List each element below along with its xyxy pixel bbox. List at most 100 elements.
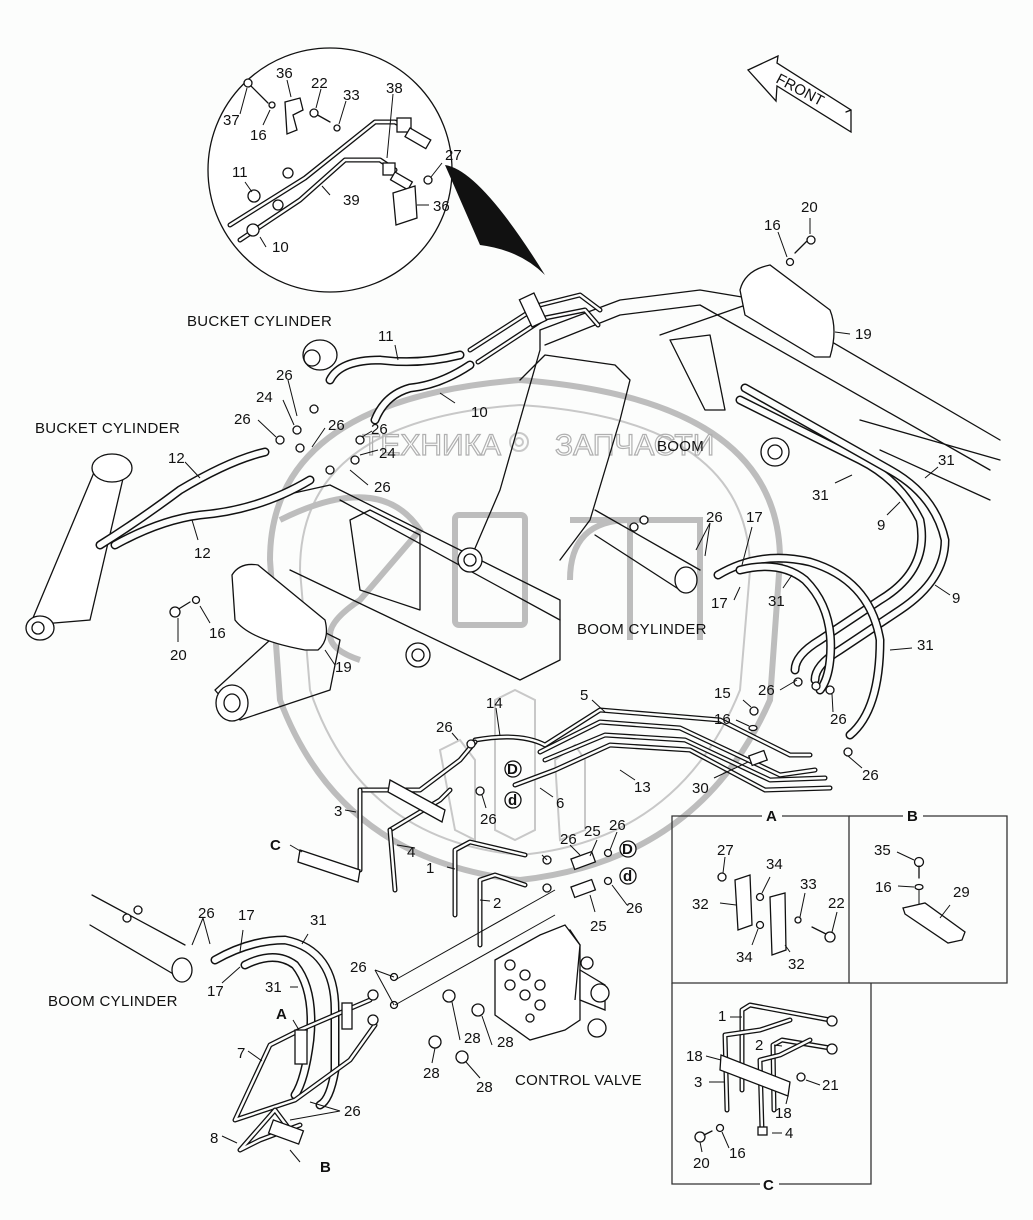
section-title-bucket-cylinder-left: BUCKET CYLINDER [35,420,180,437]
callout-38: 38 [386,80,403,97]
callout-34: 34 [766,856,783,873]
detail-C: 1 2 18 3 21 18 4 20 16 [686,1002,839,1172]
callout-3: 3 [334,803,342,820]
callout-3: 3 [694,1074,702,1091]
detail-ref-C: C [270,837,281,854]
cover-plate-right: 20 16 19 [739,199,872,358]
callout-19: 19 [855,326,872,343]
callout-26: 26 [371,421,388,438]
callout-16: 16 [714,711,731,728]
callout-28: 28 [464,1030,481,1047]
callout-28: 28 [476,1079,493,1096]
callout-2: 2 [493,895,501,912]
callout-5: 5 [580,687,588,704]
callout-22: 22 [828,895,845,912]
marker-d: d [508,792,517,809]
callout-22: 22 [311,75,328,92]
callout-10: 10 [272,239,289,256]
bolt-35 [913,856,925,868]
callout-24: 24 [379,445,396,462]
marker-D: D [622,841,633,858]
callout-25: 25 [590,918,607,935]
callout-26: 26 [758,682,775,699]
boom-cylinder-eye [171,957,193,983]
cover-plate-left: 20 16 19 [169,563,352,676]
fitting-4 [757,1126,768,1136]
callout-16: 16 [250,127,267,144]
arm-pivot-boss [215,684,249,722]
callout-1: 1 [718,1008,726,1025]
callout-11: 11 [378,328,394,345]
washer-16 [748,724,758,732]
clamp-A [341,1002,353,1030]
bolt-20 [169,606,181,618]
callout-12: 12 [168,450,185,467]
callout-33: 33 [800,876,817,893]
callout-20: 20 [693,1155,710,1172]
washer-16 [191,595,201,605]
callout-17: 17 [711,595,728,612]
callout-20: 20 [801,199,818,216]
boom-cylinder-left-group: BOOM CYLINDER [48,894,514,1176]
clamp-A [294,1029,308,1065]
watermark-text-right: ЗАПЧАСТИ [555,429,714,462]
callout-17: 17 [207,983,224,1000]
callout-26: 26 [436,719,453,736]
fitting [389,171,414,191]
callout-19: 19 [335,659,352,676]
callout-14: 14 [486,695,503,712]
callout-33: 33 [343,87,360,104]
callout-7: 7 [237,1045,245,1062]
clamp-30 [747,749,769,767]
callout-31: 31 [265,979,282,996]
bracket-C [297,849,361,883]
detail-inset: 37 36 22 33 38 16 27 11 39 36 10 [207,47,545,293]
washer-33 [794,916,802,924]
bolt-37 [243,78,253,88]
spacer-34 [755,920,765,930]
cover-plate-19 [739,264,835,358]
callout-34: 34 [736,949,753,966]
callout-1: 1 [426,860,434,877]
gear-icon [509,432,529,452]
callout-21: 21 [822,1077,839,1094]
marker-d: d [623,868,632,885]
clamp-block [396,117,412,133]
callout-26: 26 [344,1103,361,1120]
washer-16 [914,883,924,891]
boom-plate [669,334,726,411]
bracket-29 [902,902,966,944]
bolt-20 [694,1131,706,1143]
callout-9: 9 [952,590,960,607]
callout-20: 20 [170,647,187,664]
detail-title-A: A [766,808,777,825]
callout-26: 26 [480,811,497,828]
section-title-control-valve: CONTROL VALVE [515,1072,642,1089]
clamp-half-36 [392,185,418,226]
bolt-20 [806,235,816,245]
fitting [404,127,432,150]
callout-11: 11 [232,164,248,181]
callout-13: 13 [634,779,651,796]
pipe-bundle: D d D d 14 5 [270,679,879,948]
callout-26: 26 [626,900,643,917]
callout-27: 27 [445,147,462,164]
washer-33 [333,124,341,132]
boom-cylinder-right-group: BOOM CYLINDER 31 31 9 9 26 17 17 31 31 [577,383,960,757]
detail-title-B: B [907,808,918,825]
detail-ref-B: B [320,1159,331,1176]
elbow-28 [428,1035,442,1049]
callout-29: 29 [953,884,970,901]
callout-16: 16 [729,1145,746,1162]
washer-16 [268,101,276,109]
callout-10: 10 [471,404,488,421]
callout-26: 26 [706,509,723,526]
plate-18 [719,1054,791,1097]
callout-17: 17 [238,907,255,924]
nut-21 [796,1072,806,1082]
nut-27 [717,872,727,882]
connector-d-marker [504,791,522,809]
bracket-18 [387,778,446,823]
clamp-half-32 [734,874,753,931]
